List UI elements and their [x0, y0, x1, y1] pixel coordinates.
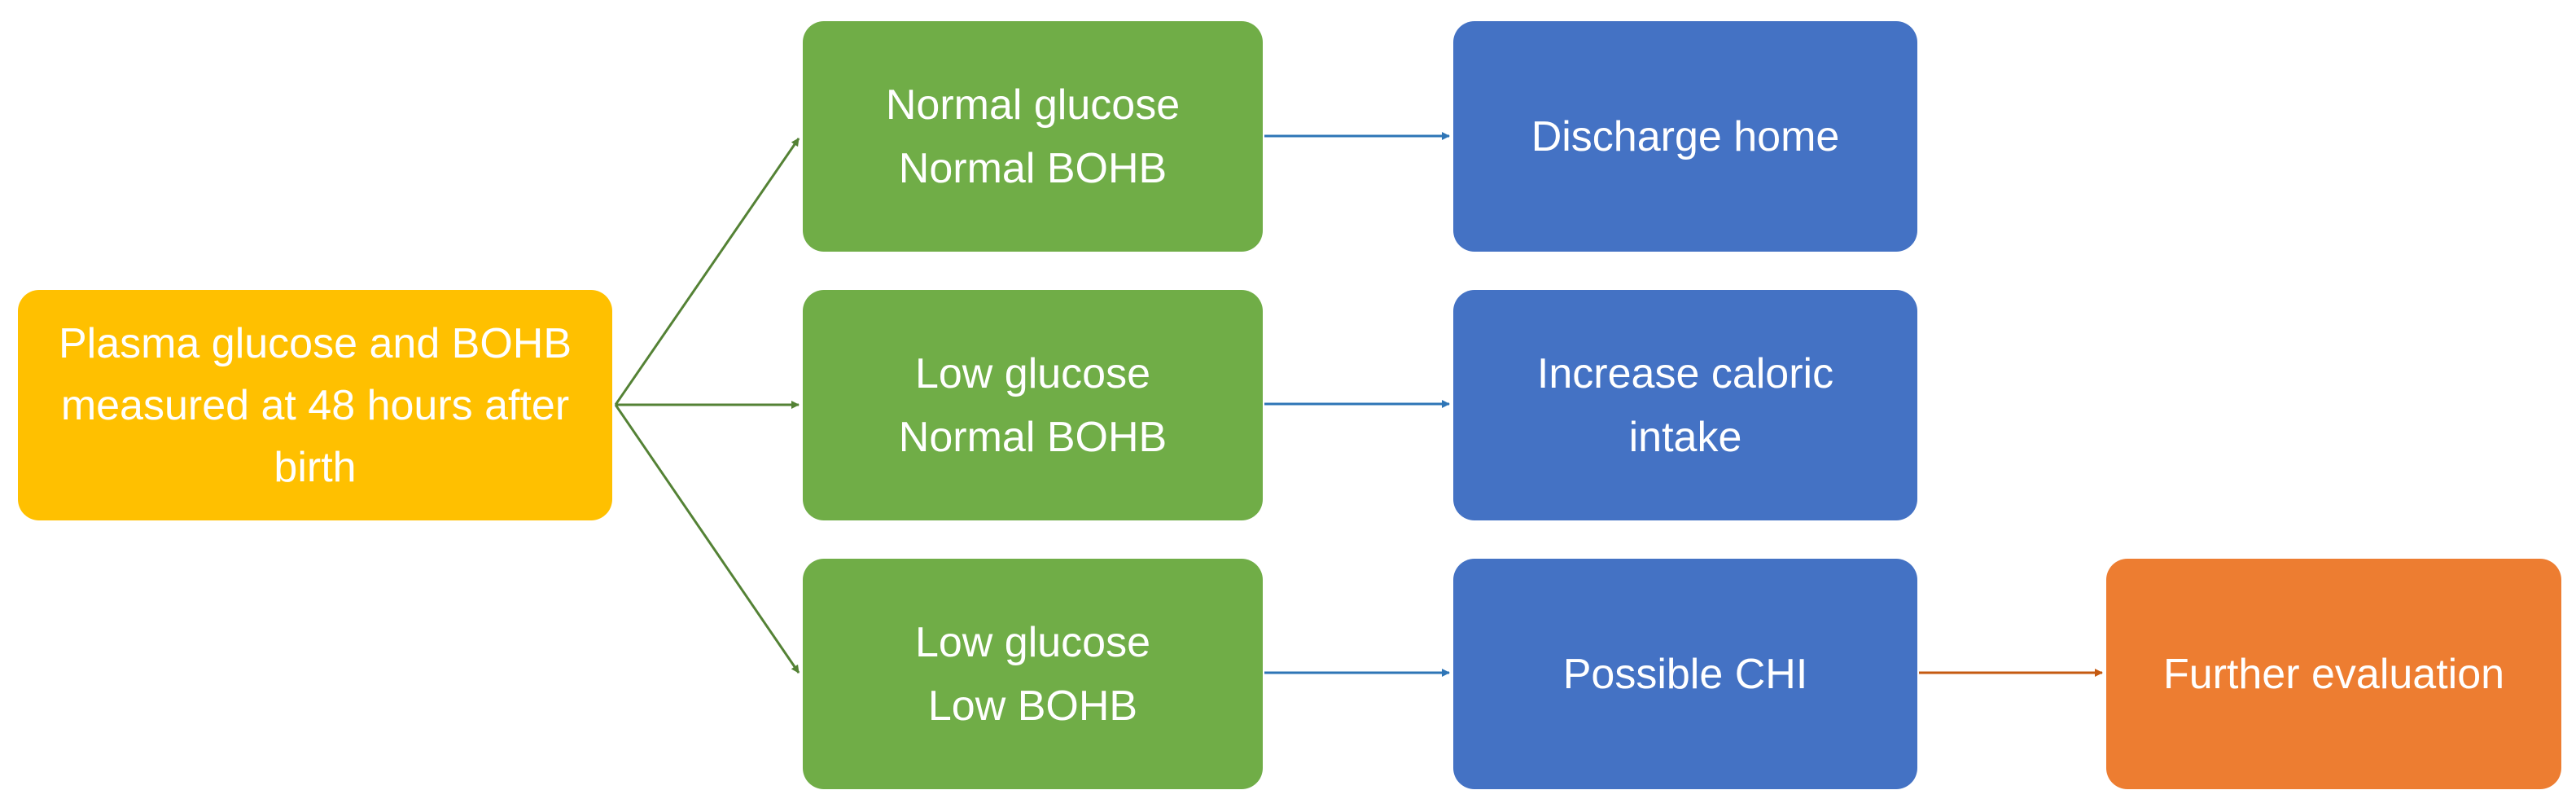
arrow-start-to-condition-3	[614, 404, 800, 674]
condition-2-line-1: Low glucose	[914, 349, 1151, 397]
start-node-line-1: Plasma glucose and BOHB	[58, 319, 572, 367]
condition-3-line-1: Low glucose	[914, 618, 1151, 666]
start-node-line-3: birth	[274, 443, 357, 491]
action-2-line-2: intake	[1628, 413, 1742, 461]
condition-node-1: Normal glucose Normal BOHB	[803, 21, 1263, 252]
condition-node-2: Low glucose Normal BOHB	[803, 290, 1263, 520]
arrow-start-to-condition-1	[614, 138, 800, 406]
action-2-line-1: Increase caloric	[1536, 349, 1834, 397]
condition-1-line-1: Normal glucose	[885, 81, 1181, 129]
condition-1-line-2: Normal BOHB	[898, 144, 1168, 192]
action-node-2: Increase caloric intake	[1453, 290, 1917, 520]
followup-node: Further evaluation	[2106, 559, 2561, 789]
action-node-3: Possible CHI	[1453, 559, 1917, 789]
start-node-line-2: measured at 48 hours after	[60, 381, 570, 429]
action-3-line-1: Possible CHI	[1562, 650, 1808, 698]
condition-2-line-2: Normal BOHB	[898, 413, 1168, 461]
action-1-line-1: Discharge home	[1531, 112, 1840, 160]
action-node-1: Discharge home	[1453, 21, 1917, 252]
followup-line-1: Further evaluation	[2162, 650, 2505, 698]
condition-3-line-2: Low BOHB	[927, 682, 1138, 730]
start-node: Plasma glucose and BOHB measured at 48 h…	[18, 290, 612, 520]
condition-node-3: Low glucose Low BOHB	[803, 559, 1263, 789]
